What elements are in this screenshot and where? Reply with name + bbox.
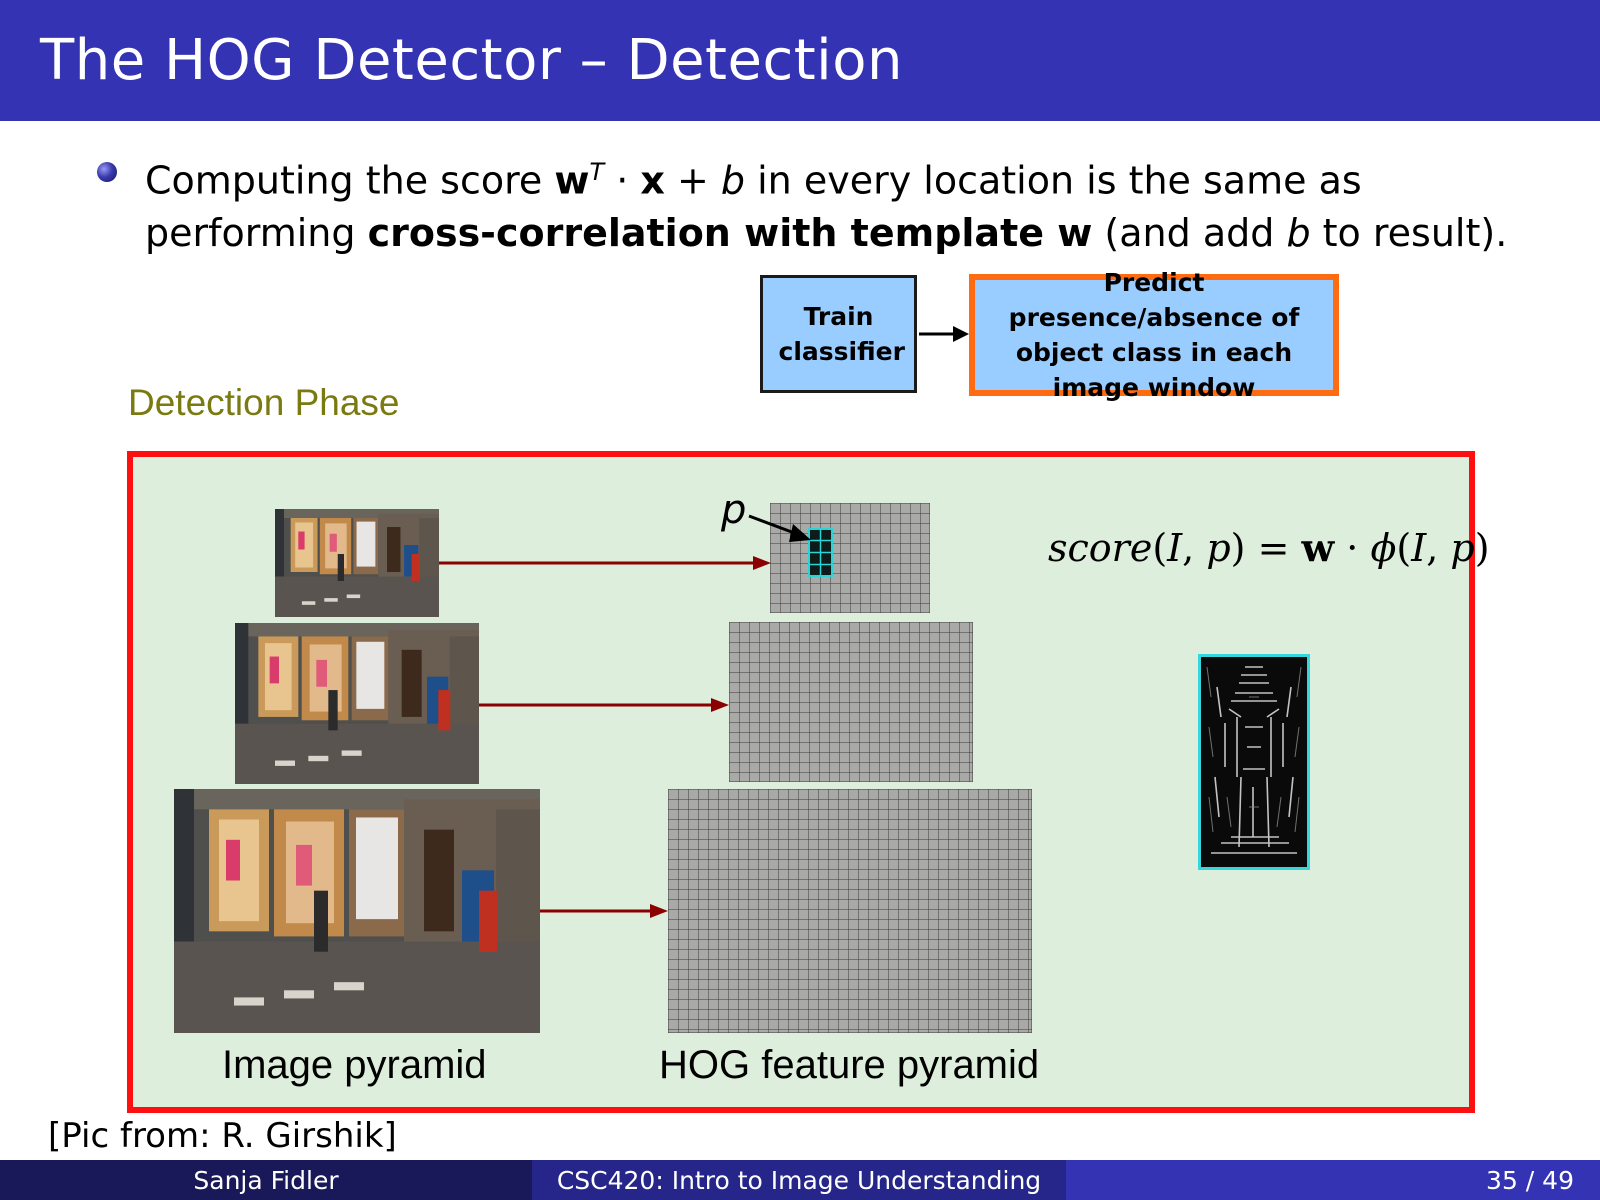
footer-course: CSC420: Intro to Image Understanding	[532, 1160, 1066, 1200]
pyramid-arrow-medium	[479, 698, 729, 712]
flow-arrow	[919, 326, 969, 342]
street-photo	[275, 509, 439, 617]
title-bar: The HOG Detector – Detection	[0, 0, 1600, 121]
predict-label: Predict presence/absence of object class…	[1008, 268, 1300, 402]
street-photo	[235, 623, 479, 784]
formula-dot: ·	[1334, 526, 1371, 570]
bullet-text-part: Computing the score	[145, 158, 555, 203]
math-b: b	[720, 158, 746, 203]
math-dot: ·	[604, 158, 641, 203]
formula-paren: (	[1396, 526, 1412, 570]
formula-score: score	[1048, 526, 1153, 570]
formula-p: p	[1450, 526, 1475, 570]
footer-author: Sanja Fidler	[0, 1160, 532, 1200]
bullet-text-part: to result).	[1310, 210, 1508, 255]
formula-paren: )	[1474, 526, 1490, 570]
math-b: b	[1286, 210, 1311, 255]
street-photo	[174, 789, 540, 1033]
train-classifier-label: Train classifier	[778, 302, 905, 366]
bullet-bold-text: cross-correlation with template w	[367, 210, 1093, 255]
math-transpose: T	[589, 158, 605, 186]
footer-page: 35 / 49	[1066, 1160, 1600, 1200]
footer-course-text: CSC420: Intro to Image Understanding	[556, 1165, 1042, 1195]
pyramid-image-medium	[235, 623, 479, 784]
formula-p: p	[1206, 526, 1231, 570]
footer-author-text: Sanja Fidler	[193, 1165, 339, 1195]
slide-title: The HOG Detector – Detection	[40, 28, 903, 93]
formula-eq: ) =	[1230, 526, 1302, 570]
math-x: x	[640, 158, 665, 203]
formula-w: w	[1301, 525, 1335, 570]
train-classifier-box: Train classifier	[760, 275, 917, 393]
formula-comma: ,	[1182, 526, 1207, 570]
pyramid-image-small	[275, 509, 439, 617]
detection-phase-label: Detection Phase	[128, 382, 400, 423]
bullet-text-part: in every location is the same as perform…	[145, 158, 1362, 255]
image-credit: [Pic from: R. Girshik]	[48, 1116, 397, 1156]
bullet-text: Computing the score wT · x + b in every …	[145, 146, 1565, 259]
formula-comma: ,	[1426, 526, 1451, 570]
math-w: w	[554, 158, 590, 203]
page-number: 35 / 49	[1486, 1165, 1574, 1195]
formula-I: I	[1167, 526, 1183, 570]
formula-phi: ϕ	[1370, 526, 1397, 570]
pyramid-image-large	[174, 789, 540, 1033]
pyramid-arrow-small	[439, 556, 771, 570]
p-arrow	[748, 514, 811, 542]
pyramid-arrow-large	[540, 904, 668, 918]
image-pyramid-label: Image pyramid	[222, 1043, 487, 1087]
p-label: p	[721, 487, 747, 533]
hog-feature-pyramid-label: HOG feature pyramid	[659, 1043, 1040, 1087]
bullet-text-part: (and add	[1092, 210, 1287, 255]
hog-grid-small	[770, 503, 930, 613]
score-formula: score(I, p) = w · ϕ(I, p)	[1048, 525, 1490, 570]
formula-paren: (	[1152, 526, 1168, 570]
formula-I: I	[1411, 526, 1427, 570]
predict-box: Predict presence/absence of object class…	[969, 268, 1339, 402]
bullet-icon	[97, 162, 117, 182]
hog-template-image	[1198, 654, 1310, 870]
hog-grid-large	[668, 789, 1032, 1033]
hog-template-strokes	[1206, 666, 1302, 854]
hog-grid-medium	[729, 622, 973, 782]
math-plus: +	[664, 158, 721, 203]
detection-window	[808, 528, 833, 577]
